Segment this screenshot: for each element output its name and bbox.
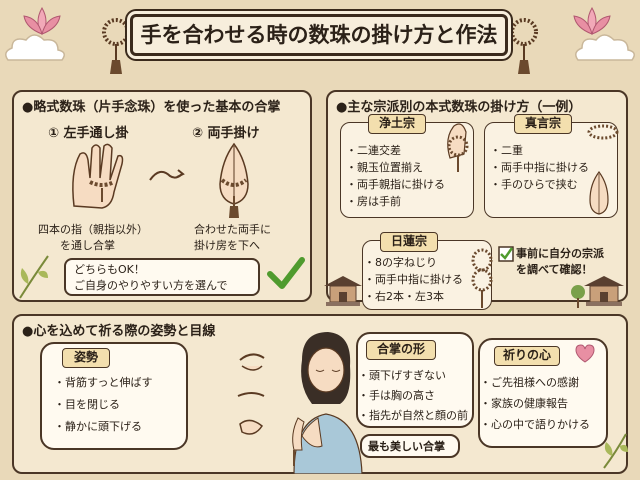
leaf-sprig-icon xyxy=(603,433,628,469)
nichiren-label: 日蓮宗 xyxy=(380,232,438,252)
nichiren-list: 8の字ねじり 両手中指に掛ける 右2本・左3本 xyxy=(364,254,463,305)
jodo-item: 二連交差 xyxy=(346,142,445,159)
nichiren-item: 8の字ねじり xyxy=(364,254,463,271)
juzu-left-icon xyxy=(102,18,130,74)
figure-eight-juzu-icon xyxy=(471,248,493,308)
tree-icon xyxy=(571,285,585,308)
posture-heading: ●心を込めて祈る際の姿勢と目線 xyxy=(22,324,216,339)
heart-icon xyxy=(575,344,595,363)
prayer-heart-item: 家族の健康報告 xyxy=(480,393,590,414)
sect-check-note-line2: を調べて確認！ xyxy=(516,263,593,276)
shingon-list: 二重 両手中指に掛ける 手のひらで挟む xyxy=(490,142,589,193)
bamboo-leaf-icon xyxy=(19,255,49,299)
shingon-label: 真言宗 xyxy=(514,114,572,134)
temple-left-icon xyxy=(324,276,362,306)
method-both-hands-label: ② 両手掛け xyxy=(192,126,260,141)
page-title: 手を合わせる時の数珠の掛け方と作法 xyxy=(130,14,508,56)
checkbox-icon xyxy=(498,246,514,262)
gassho-caption: 最も美しい合掌 xyxy=(368,440,445,453)
choice-note-line2: ご自身のやりやすい方を選んで xyxy=(74,279,228,292)
gassho-item: 手は胸の高さ xyxy=(358,386,468,406)
praying-woman-icon xyxy=(292,332,363,474)
method2-desc-line2: 掛け房を下へ xyxy=(194,239,260,252)
method2-desc-line1: 合わせた両手に xyxy=(194,223,271,236)
temple-right-icon xyxy=(584,276,624,306)
gassho-item: 頭下げすぎない xyxy=(358,366,468,386)
jodo-item: 親玉位置揃え xyxy=(346,159,445,176)
posture-item: 目を閉じる xyxy=(54,394,153,416)
posture-item: 静かに頭下げる xyxy=(54,416,153,438)
posture-item: 背筋すっと伸ばす xyxy=(54,372,153,394)
gassho-label: 合掌の形 xyxy=(366,340,436,360)
shingon-item: 手のひらで挟む xyxy=(490,176,589,193)
posture-list: 背筋すっと伸ばす 目を閉じる 静かに頭下げる xyxy=(54,372,153,438)
shingon-item: 両手中指に掛ける xyxy=(490,159,589,176)
choice-note-line1: どちらもOK！ xyxy=(74,263,145,276)
lotus-left-icon xyxy=(23,6,61,35)
cloud-right-icon xyxy=(575,34,635,61)
nichiren-item: 両手中指に掛ける xyxy=(364,271,463,288)
prayer-heart-list: ご先祖様への感謝 家族の健康報告 心の中で語りかける xyxy=(480,372,590,435)
jodo-item: 房は手前 xyxy=(346,193,445,210)
closed-eyes-icon xyxy=(237,353,265,435)
nichiren-item: 右2本・左3本 xyxy=(364,288,463,305)
shingon-item: 二重 xyxy=(490,142,589,159)
method1-desc-line2: を通し合掌 xyxy=(60,239,115,252)
sect-methods-heading: ●主な宗派別の本式数珠の掛け方（一例） xyxy=(336,100,582,115)
shingon-hands-icon xyxy=(589,170,609,215)
jodo-item: 両手親指に掛ける xyxy=(346,176,445,193)
method-left-hand-label: ① 左手通し掛 xyxy=(48,126,129,141)
arrow-icon xyxy=(149,169,185,181)
hands-left-hand-pass-icon xyxy=(72,143,124,209)
sect-check-note-line1: 事前に自分の宗派 xyxy=(516,247,604,260)
juzu-right-icon xyxy=(510,18,538,74)
prayer-heart-item: 心の中で語りかける xyxy=(480,414,590,435)
gassho-item: 指先が自然と顔の前 xyxy=(358,406,468,426)
prayer-heart-label: 祈りの心 xyxy=(494,346,560,366)
prayer-heart-item: ご先祖様への感謝 xyxy=(480,372,590,393)
hands-both-hands-icon xyxy=(219,142,249,218)
green-check-icon xyxy=(267,257,305,289)
gassho-list: 頭下げすぎない 手は胸の高さ 指先が自然と顔の前 xyxy=(358,366,468,426)
gassho-caption-bubble xyxy=(360,434,460,458)
posture-label: 姿勢 xyxy=(62,348,110,368)
cloud-left-icon xyxy=(5,34,65,61)
jodo-list: 二連交差 親玉位置揃え 両手親指に掛ける 房は手前 xyxy=(346,142,445,210)
jodo-label: 浄土宗 xyxy=(368,114,426,134)
method1-desc-line1: 四本の指（親指以外） xyxy=(38,223,148,236)
jodo-juzu-icon xyxy=(447,123,469,172)
shingon-juzu-icon xyxy=(587,124,619,140)
lotus-right-icon xyxy=(573,6,611,35)
basic-gassho-heading: ●略式数珠（片手念珠）を使った基本の合掌 xyxy=(22,100,281,115)
choice-note-bubble xyxy=(64,258,260,296)
